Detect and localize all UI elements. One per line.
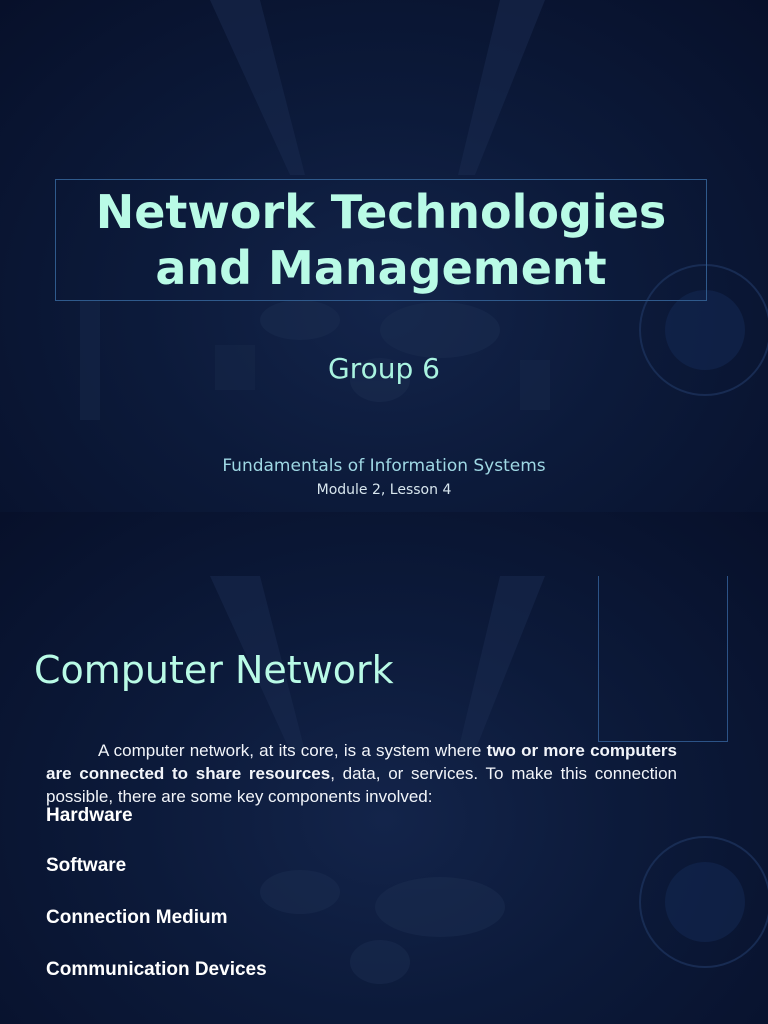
title-line-2: and Management bbox=[155, 241, 607, 295]
slide-heading: Computer Network bbox=[34, 648, 394, 692]
component-hardware: Hardware bbox=[46, 805, 133, 826]
title-frame: Network Technologies and Management bbox=[55, 179, 707, 301]
decorative-frame bbox=[598, 576, 728, 742]
content-slide: Computer Network A computer network, at … bbox=[0, 512, 768, 1024]
background-art bbox=[80, 0, 768, 420]
background-art bbox=[210, 576, 768, 984]
module-label: Module 2, Lesson 4 bbox=[316, 482, 452, 498]
title-slide: Network Technologies and Management Grou… bbox=[0, 0, 768, 512]
component-communication-devices: Communication Devices bbox=[46, 959, 267, 980]
title-line-1: Network Technologies bbox=[95, 185, 667, 239]
component-connection-medium: Connection Medium bbox=[46, 907, 228, 928]
para-text-1: A computer network, at its core, is a sy… bbox=[98, 741, 487, 760]
slide-title: Network Technologies and Management bbox=[96, 184, 667, 296]
para-text-2: , data, or services. To make this connec… bbox=[46, 764, 677, 806]
intro-paragraph: A computer network, at its core, is a sy… bbox=[46, 739, 677, 808]
course-name: Fundamentals of Information Systems bbox=[222, 456, 546, 476]
para-bold: two or more computers are connected to s… bbox=[46, 741, 677, 783]
component-software: Software bbox=[46, 855, 127, 876]
group-label: Group 6 bbox=[328, 352, 440, 385]
